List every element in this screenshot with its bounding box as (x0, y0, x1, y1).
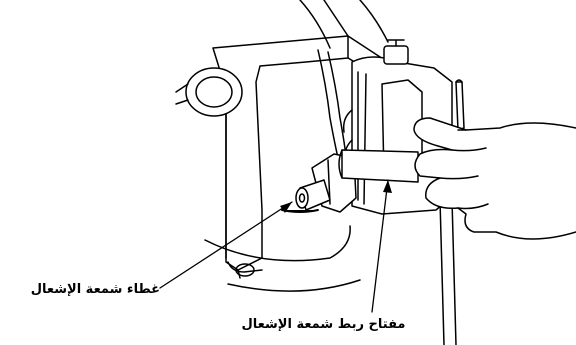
hand (414, 118, 576, 239)
ignition-wire (318, 50, 346, 158)
engine-knob (176, 68, 242, 116)
spark-plug-wrench-label: مفتاح ربط شمعة الإشعال (236, 317, 411, 332)
spark-plug-cap-label: غطاء شمعة الإشعال (10, 282, 160, 297)
